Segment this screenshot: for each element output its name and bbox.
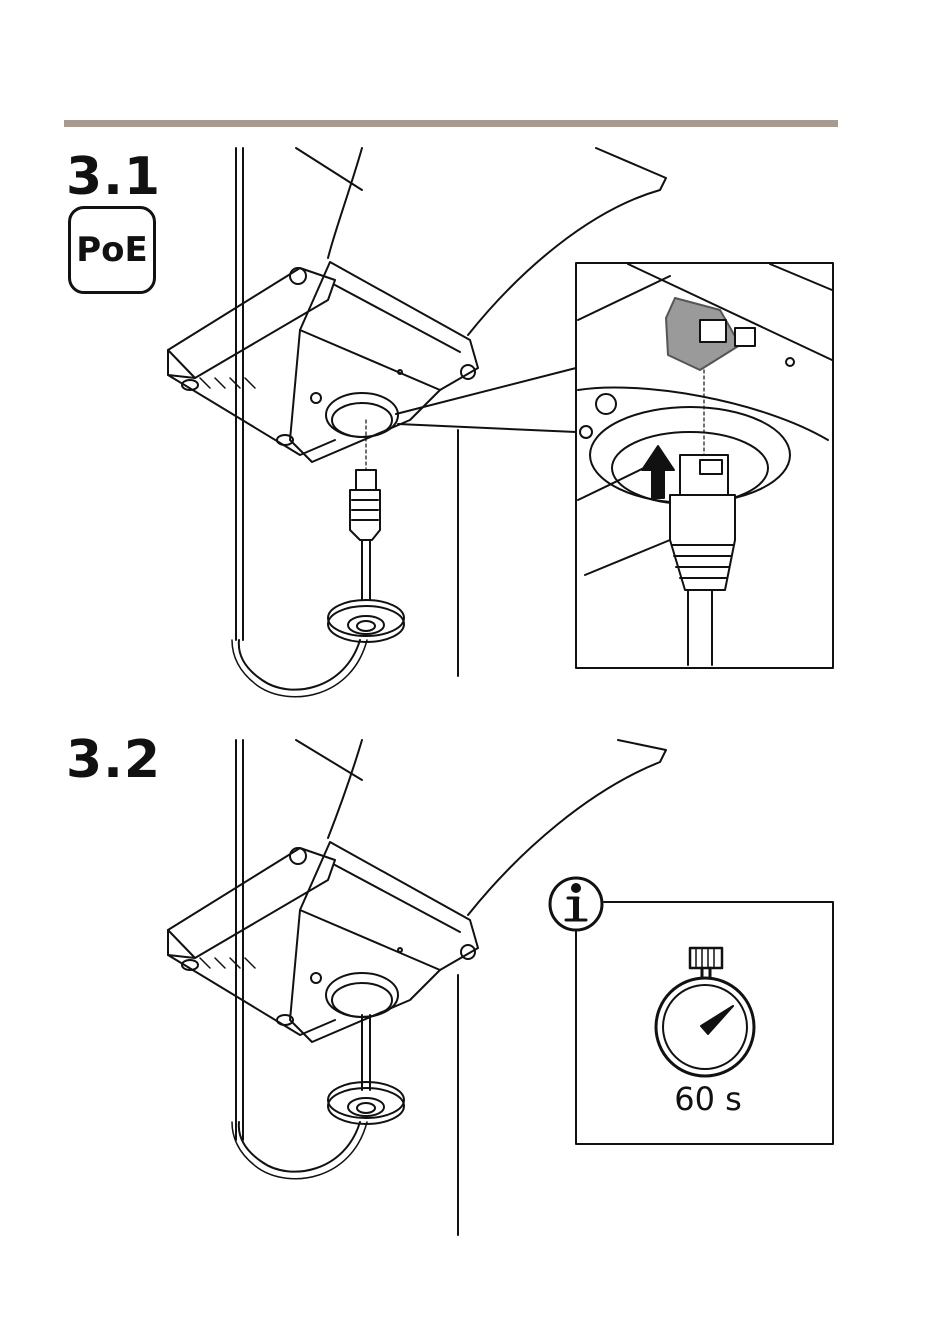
camera-mount-illustration-2 bbox=[168, 740, 666, 1235]
connector-detail-box bbox=[576, 263, 833, 668]
timer-label: 60 s bbox=[658, 1080, 758, 1118]
camera-mount-illustration-1 bbox=[168, 148, 666, 697]
info-icon bbox=[550, 878, 602, 930]
stopwatch-icon bbox=[656, 948, 754, 1076]
